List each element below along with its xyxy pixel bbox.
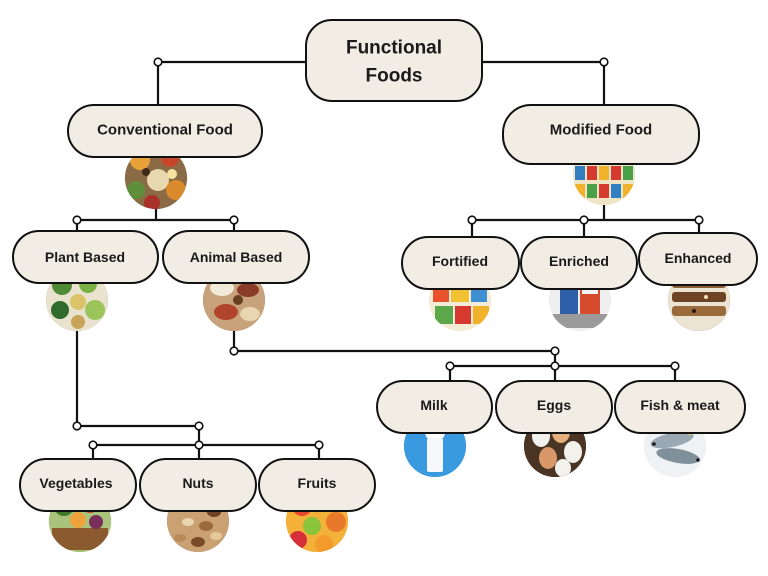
root-title-line2: Foods <box>366 66 423 87</box>
node-fortified: Fortified <box>401 236 520 290</box>
junction-dot <box>599 57 609 67</box>
junction-dot <box>194 421 204 431</box>
node-enhanced: Enhanced <box>638 232 758 286</box>
node-vegetables: Vegetables <box>19 458 137 512</box>
junction-dot <box>550 346 560 356</box>
junction-dot <box>694 215 704 225</box>
node-animal: Animal Based <box>162 230 310 284</box>
connector-dots <box>72 57 704 450</box>
eggs-label: Eggs <box>537 397 571 413</box>
enhanced-label: Enhanced <box>665 250 732 266</box>
junction-dot <box>550 361 560 371</box>
node-modified: Modified Food <box>502 104 700 165</box>
junction-dot <box>194 440 204 450</box>
node-fruits: Fruits <box>258 458 376 512</box>
conventional-label: Conventional Food <box>97 122 233 139</box>
junction-dot <box>229 346 239 356</box>
modified-label: Modified Food <box>550 122 652 139</box>
animal-label: Animal Based <box>190 249 283 265</box>
junction-dot <box>88 440 98 450</box>
enriched-label: Enriched <box>549 253 609 269</box>
node-plant: Plant Based <box>12 230 159 284</box>
root-title-line1: Functional <box>346 38 442 59</box>
junction-dot <box>72 215 82 225</box>
fish-label: Fish & meat <box>640 397 720 413</box>
node-fish: Fish & meat <box>614 380 746 434</box>
junction-dot <box>445 361 455 371</box>
node-enriched: Enriched <box>520 236 638 290</box>
junction-dot <box>153 57 163 67</box>
vegetables-label: Vegetables <box>39 475 112 491</box>
node-root: Functional Foods <box>305 19 483 102</box>
junction-dot <box>229 215 239 225</box>
node-nuts: Nuts <box>139 458 257 512</box>
connector-root-right <box>478 60 606 105</box>
fortified-label: Fortified <box>432 253 488 269</box>
connector-conventional <box>75 205 236 232</box>
junction-dot <box>670 361 680 371</box>
milk-label: Milk <box>420 397 447 413</box>
junction-dot <box>72 421 82 431</box>
connector-root-left <box>156 60 310 105</box>
junction-dot <box>467 215 477 225</box>
nuts-label: Nuts <box>182 475 213 491</box>
node-milk: Milk <box>376 380 493 434</box>
fruits-label: Fruits <box>298 475 337 491</box>
connector-animal <box>232 330 677 382</box>
plant-label: Plant Based <box>45 249 125 265</box>
node-eggs: Eggs <box>495 380 613 434</box>
junction-dot <box>579 215 589 225</box>
connector-plant <box>75 330 321 460</box>
node-conventional: Conventional Food <box>67 104 263 158</box>
junction-dot <box>314 440 324 450</box>
